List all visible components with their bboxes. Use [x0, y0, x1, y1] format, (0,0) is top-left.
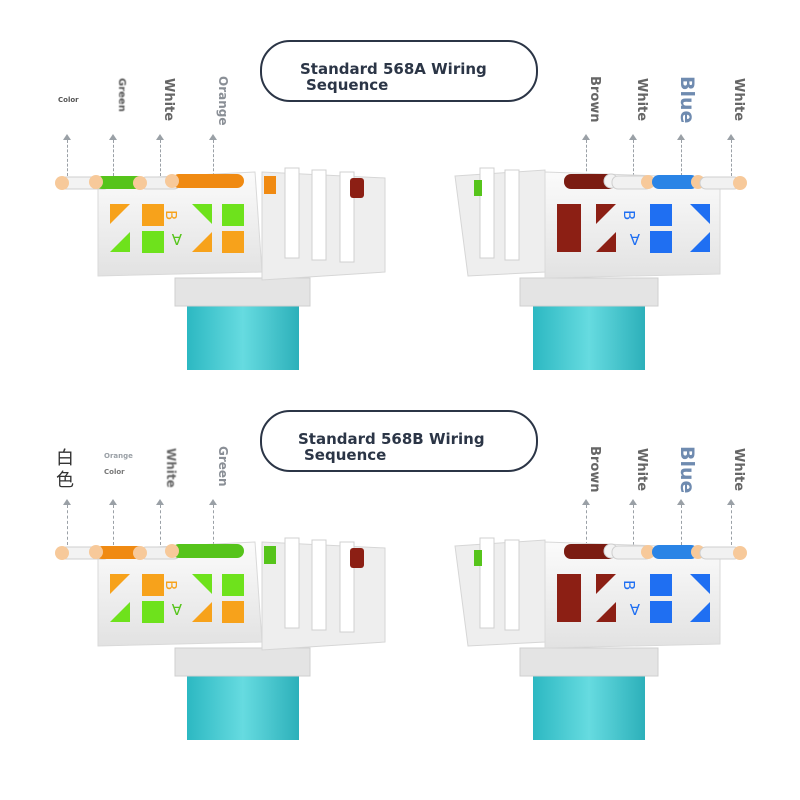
color-block-green — [222, 574, 244, 596]
leader-arrow — [677, 499, 685, 545]
wire-stub — [264, 176, 276, 194]
wire-white — [611, 175, 655, 190]
color-block-blue — [690, 232, 710, 252]
color-block-green — [192, 574, 212, 594]
label-568b-left-color: Color — [104, 468, 125, 476]
color-block-green — [142, 231, 164, 253]
color-block-orange — [222, 231, 244, 253]
color-block-blue — [650, 204, 672, 226]
leader-arrow — [63, 499, 71, 545]
color-block-blue — [650, 601, 672, 623]
mark-b: B — [620, 580, 638, 590]
leader-arrow — [109, 499, 117, 545]
leader-arrow — [156, 499, 164, 545]
color-block-orange — [192, 232, 212, 252]
color-block-green — [110, 232, 130, 252]
module-base — [174, 277, 311, 307]
cable-jacket — [533, 670, 645, 740]
leader-arrow — [677, 134, 685, 176]
color-block-blue — [650, 574, 672, 596]
leader-arrow — [727, 134, 735, 176]
color-block-green — [192, 204, 212, 224]
color-block-blue — [650, 231, 672, 253]
color-block-blue — [690, 204, 710, 224]
color-block-brown — [557, 204, 581, 252]
module-base — [519, 647, 659, 677]
leader-arrow — [156, 134, 164, 176]
title-badge-568b: Standard 568B Wiring Sequence — [260, 410, 538, 472]
wire-brown — [564, 173, 619, 189]
wire-stub — [350, 178, 364, 198]
mark-a: A — [171, 600, 182, 618]
color-block-orange — [110, 574, 130, 594]
leader-arrow — [209, 499, 217, 545]
module-base — [519, 277, 659, 307]
mark-b: B — [162, 580, 180, 590]
color-block-brown — [557, 574, 581, 622]
color-block-orange — [142, 204, 164, 226]
wire-stub — [474, 180, 482, 196]
leader-arrow — [629, 134, 637, 176]
color-block-orange — [222, 601, 244, 623]
color-block-brown — [596, 204, 616, 224]
color-block-brown — [596, 232, 616, 252]
wire-stub — [474, 550, 482, 566]
leader-arrow — [209, 134, 217, 176]
leader-arrow — [109, 134, 117, 176]
leader-arrow — [727, 499, 735, 545]
label-568b-left-orange: Orange — [104, 452, 133, 460]
label-568b-chinese-stack: 白 色 — [56, 448, 74, 492]
cable-jacket — [187, 670, 299, 740]
title-568b-line2: Sequence — [304, 446, 387, 464]
label-568b-chinese-1: 白 — [56, 448, 74, 469]
title-badge-568a: Standard 568A Wiring Sequence — [260, 40, 538, 102]
module-side — [454, 169, 546, 277]
wire-white — [611, 545, 655, 560]
color-block-green — [142, 601, 164, 623]
title-568a-line2: Sequence — [306, 76, 389, 94]
wire-end — [55, 176, 69, 190]
wire-blue — [652, 175, 705, 189]
wire-green — [165, 544, 244, 558]
wire-orange — [89, 545, 144, 559]
leader-arrow — [63, 134, 71, 176]
color-block-blue — [690, 574, 710, 594]
color-block-brown — [596, 574, 616, 594]
mark-a: A — [629, 230, 640, 248]
color-block-blue — [690, 602, 710, 622]
title-568b-line1: Standard 568B Wiring — [298, 430, 485, 448]
module-base — [174, 647, 311, 677]
label-568b-chinese-2: 色 — [56, 470, 74, 491]
color-block-green — [222, 204, 244, 226]
mark-a: A — [171, 230, 182, 248]
wire-orange — [165, 174, 244, 188]
wire-blue — [652, 545, 705, 559]
wire-green — [89, 175, 144, 189]
wire-end — [55, 546, 69, 560]
leader-arrow — [629, 499, 637, 545]
leader-arrow — [582, 134, 590, 176]
leader-arrow — [582, 499, 590, 545]
wire-stub — [350, 548, 364, 568]
cable-jacket — [533, 300, 645, 370]
mark-b: B — [620, 210, 638, 220]
color-block-orange — [110, 204, 130, 224]
color-block-brown — [596, 602, 616, 622]
color-block-green — [110, 602, 130, 622]
label-568a-left-color: Color — [58, 96, 79, 104]
mark-a: A — [629, 600, 640, 618]
wire-stub — [264, 546, 276, 564]
color-block-orange — [192, 602, 212, 622]
title-568a-line1: Standard 568A Wiring — [300, 60, 487, 78]
cable-jacket — [187, 300, 299, 370]
wire-white — [699, 546, 747, 560]
wire-white — [699, 176, 747, 190]
mark-b: B — [162, 210, 180, 220]
color-block-orange — [142, 574, 164, 596]
module-side — [454, 539, 546, 647]
wire-brown — [564, 543, 619, 559]
